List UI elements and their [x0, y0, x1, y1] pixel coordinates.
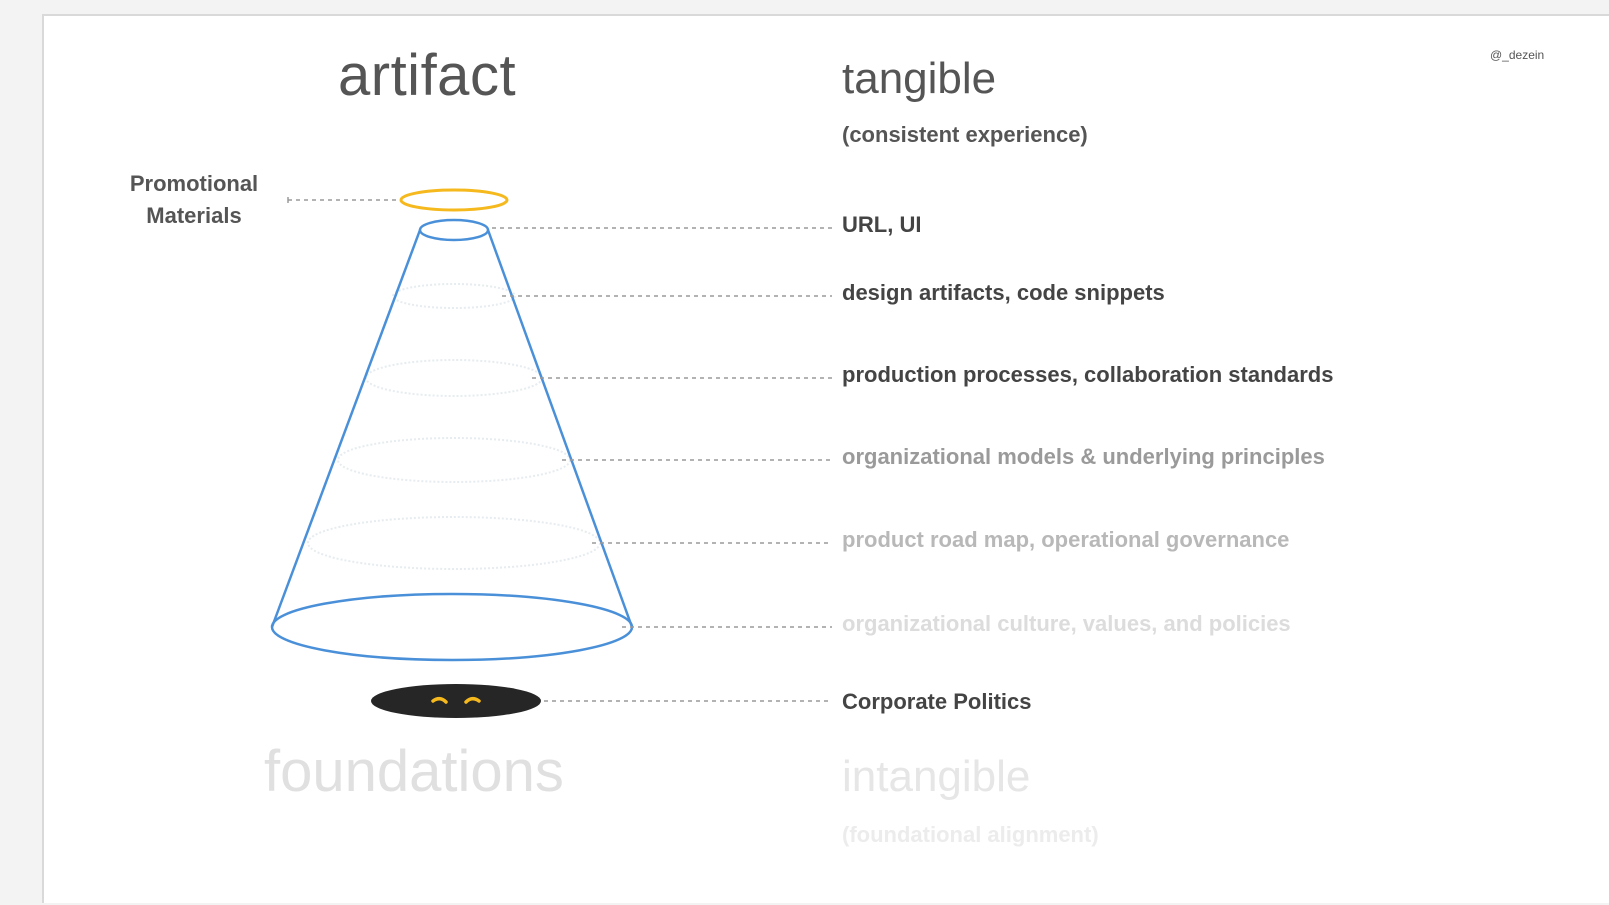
promo-line-2: Materials — [146, 203, 242, 228]
layer-label-1: URL, UI — [842, 212, 922, 237]
slide: artifact tangible (consistent experience… — [42, 14, 1609, 903]
layer-label-6: organizational culture, values, and poli… — [842, 611, 1291, 636]
halo-icon — [399, 188, 509, 212]
cone-layer-ring-3 — [337, 437, 571, 483]
author-handle: @_dezein — [1490, 48, 1545, 62]
layer-label-3: production processes, collaboration stan… — [842, 362, 1334, 387]
layer-label-5: product road map, operational governance — [842, 527, 1290, 552]
artifact-title: artifact — [338, 43, 517, 108]
cone-layer-ring-1 — [392, 283, 516, 309]
corporate-politics-label: Corporate Politics — [842, 689, 1032, 714]
cone-layer-ring-2 — [365, 359, 543, 397]
layer-label-4: organizational models & underlying princ… — [842, 444, 1325, 469]
layer-label-2: design artifacts, code snippets — [842, 280, 1165, 305]
intangible-subtitle: (foundational alignment) — [842, 822, 1099, 847]
promo-line-1: Promotional — [129, 171, 259, 196]
promotional-materials-label: Promotional Materials — [104, 168, 284, 232]
foundations-title: foundations — [264, 739, 564, 804]
intangible-title: intangible — [842, 752, 1031, 801]
layer-leaders — [492, 227, 832, 702]
tangible-subtitle: (consistent experience) — [842, 122, 1088, 147]
cone-layer-ring-4 — [307, 516, 601, 570]
shadow-eyes-icon — [371, 684, 541, 718]
cone-icon — [270, 218, 634, 662]
tangible-title: tangible — [842, 54, 997, 103]
cone-diagram — [270, 188, 832, 718]
